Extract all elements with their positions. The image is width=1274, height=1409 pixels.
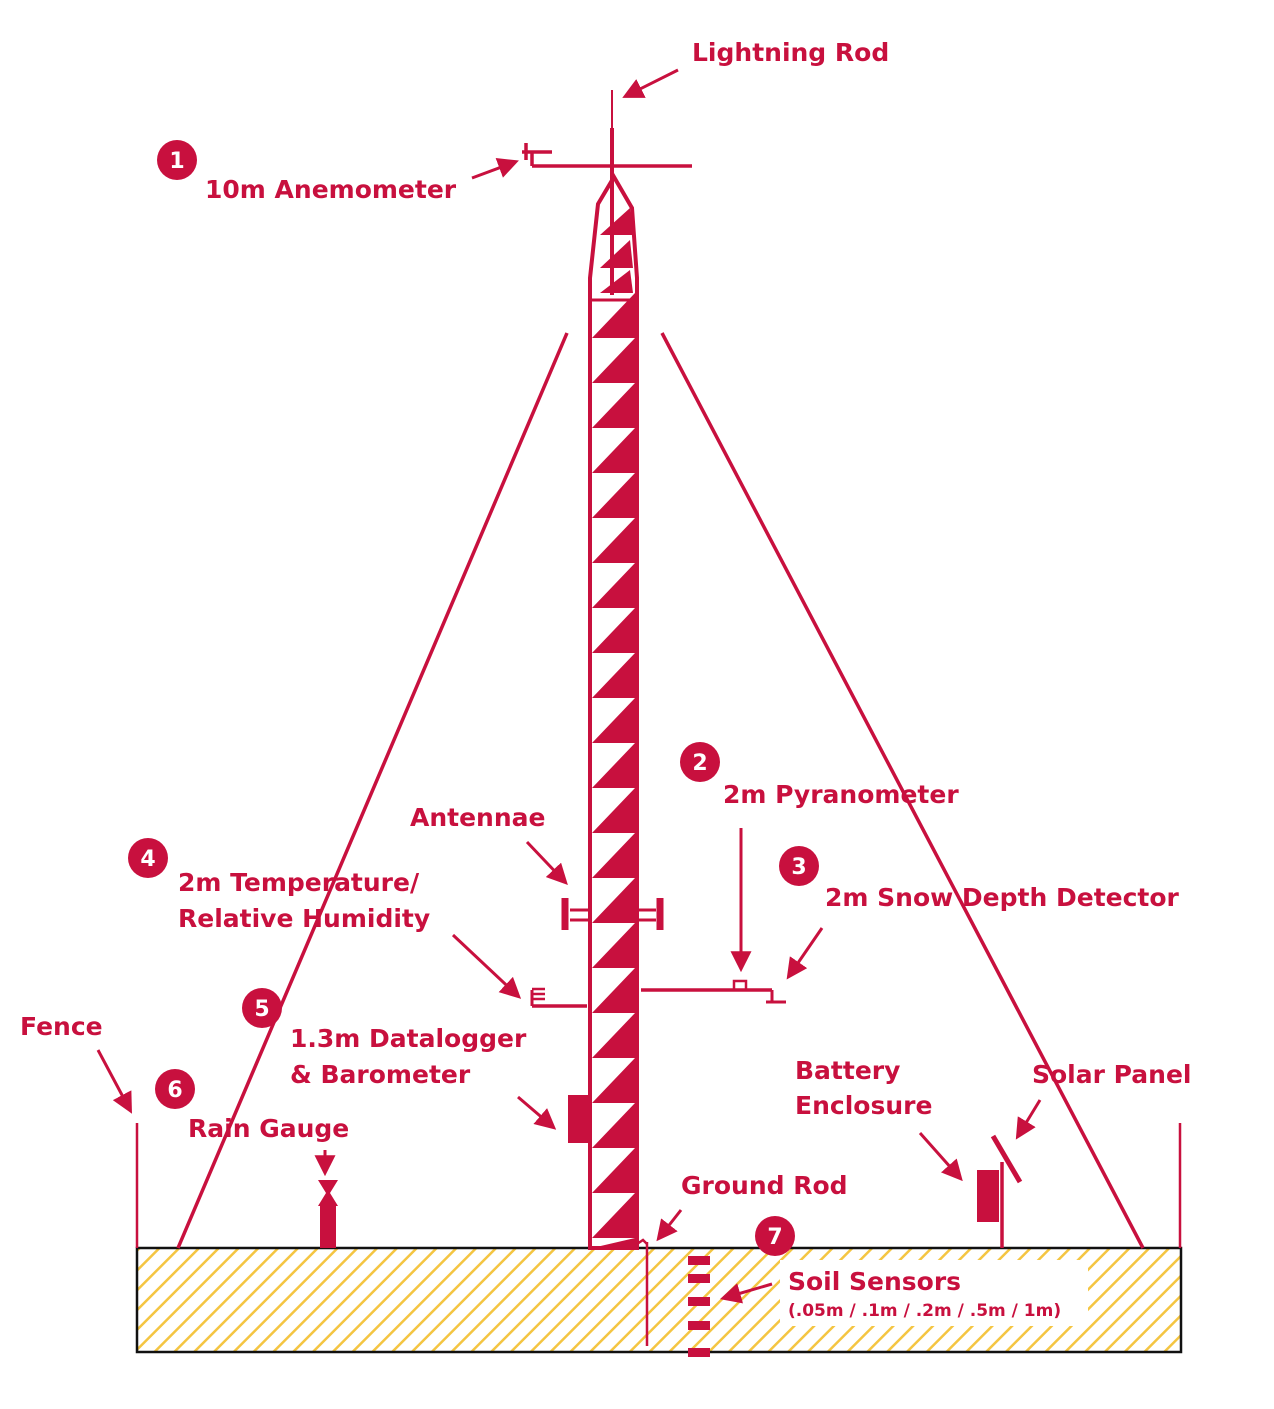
- number-markers: 1 2 3 4 5 6 7: [128, 140, 819, 1256]
- guy-wires: [176, 332, 1145, 1249]
- label-datalogger-line2: & Barometer: [290, 1060, 471, 1089]
- tower-stripe: [592, 788, 635, 833]
- tower-stripe: [592, 293, 635, 338]
- label-battery-line1: Battery: [795, 1056, 900, 1085]
- pyranometer-arm: [641, 979, 786, 1004]
- labels: Lightning Rod 10m Anemometer 2m Pyranome…: [20, 38, 1192, 1321]
- label-rain-gauge: Rain Gauge: [188, 1114, 349, 1143]
- tower-stripe: [592, 743, 635, 788]
- tower-stripes: [592, 208, 635, 1248]
- tower-stripe: [592, 518, 635, 563]
- tower-stripe: [600, 270, 633, 293]
- pointer-arrows: [96, 68, 1042, 1304]
- marker-1: 1: [157, 140, 197, 180]
- tower-stripe: [592, 428, 635, 473]
- tower-stripe: [600, 240, 633, 268]
- fence-posts: [135, 1123, 1182, 1248]
- tower-stripe: [592, 473, 635, 518]
- svg-text:4: 4: [140, 847, 155, 872]
- soil-sensor-bar: [688, 1348, 710, 1357]
- label-anemometer: 10m Anemometer: [205, 175, 457, 204]
- soil-sensor-bar: [688, 1256, 710, 1265]
- svg-text:7: 7: [767, 1225, 782, 1250]
- label-ground-rod: Ground Rod: [681, 1171, 848, 1200]
- soil-sensor-bar: [688, 1274, 710, 1283]
- svg-text:2: 2: [692, 751, 707, 776]
- battery-enclosure: [977, 1162, 1004, 1248]
- marker-4: 4: [128, 838, 168, 878]
- tower-stripe: [592, 878, 635, 923]
- anemometer-boom: [522, 143, 692, 168]
- soil-sensor-bar: [688, 1297, 710, 1306]
- svg-text:3: 3: [791, 855, 806, 880]
- marker-7: 7: [755, 1216, 795, 1256]
- marker-3: 3: [779, 846, 819, 886]
- tower-stripe: [592, 1103, 635, 1148]
- tower-stripe: [592, 653, 635, 698]
- label-soil-sensors: Soil Sensors: [788, 1267, 961, 1296]
- tower-stripe: [592, 923, 635, 968]
- solar-panel: [990, 1134, 1023, 1184]
- label-datalogger-line1: 1.3m Datalogger: [290, 1024, 527, 1053]
- tower-stripe: [592, 1148, 635, 1193]
- label-soil-depths: (.05m / .1m / .2m / .5m / 1m): [788, 1301, 1061, 1321]
- datalogger-box: [568, 1095, 590, 1143]
- tower-stripe: [592, 1058, 635, 1103]
- tower-stripe: [592, 383, 635, 428]
- tower-stripe: [592, 338, 635, 383]
- label-temperature-line1: 2m Temperature/: [178, 868, 420, 897]
- antennae: [561, 898, 664, 930]
- svg-text:1: 1: [169, 149, 184, 174]
- soil-sensor-bar: [688, 1321, 710, 1330]
- label-antennae: Antennae: [410, 803, 545, 832]
- label-temperature-line2: Relative Humidity: [178, 904, 430, 933]
- tower-stripe: [592, 698, 635, 743]
- tower-stripe: [592, 1238, 635, 1248]
- tower-stripe: [592, 1193, 635, 1238]
- tower-stripe: [600, 208, 633, 235]
- label-solar-panel: Solar Panel: [1032, 1060, 1192, 1089]
- marker-2: 2: [680, 742, 720, 782]
- marker-6: 6: [155, 1069, 195, 1109]
- label-pyranometer: 2m Pyranometer: [723, 780, 959, 809]
- tower: [588, 173, 639, 1250]
- ground-rod: [636, 1238, 649, 1346]
- label-snow-depth: 2m Snow Depth Detector: [825, 883, 1180, 912]
- tower-stripe: [592, 563, 635, 608]
- soil-label-box: [780, 1260, 1088, 1326]
- label-battery-line2: Enclosure: [795, 1091, 932, 1120]
- tower-stripe: [592, 968, 635, 1013]
- marker-5: 5: [242, 988, 282, 1028]
- svg-text:5: 5: [254, 997, 269, 1022]
- label-fence: Fence: [20, 1012, 103, 1041]
- tower-stripe: [592, 608, 635, 653]
- tower-stripe: [592, 833, 635, 878]
- temperature-sensor: [530, 987, 587, 1008]
- label-lightning-rod: Lightning Rod: [692, 38, 889, 67]
- svg-text:6: 6: [167, 1078, 182, 1103]
- tower-stripe: [592, 1013, 635, 1058]
- soil-sensor-bars: [688, 1256, 710, 1357]
- rain-gauge: [318, 1180, 338, 1248]
